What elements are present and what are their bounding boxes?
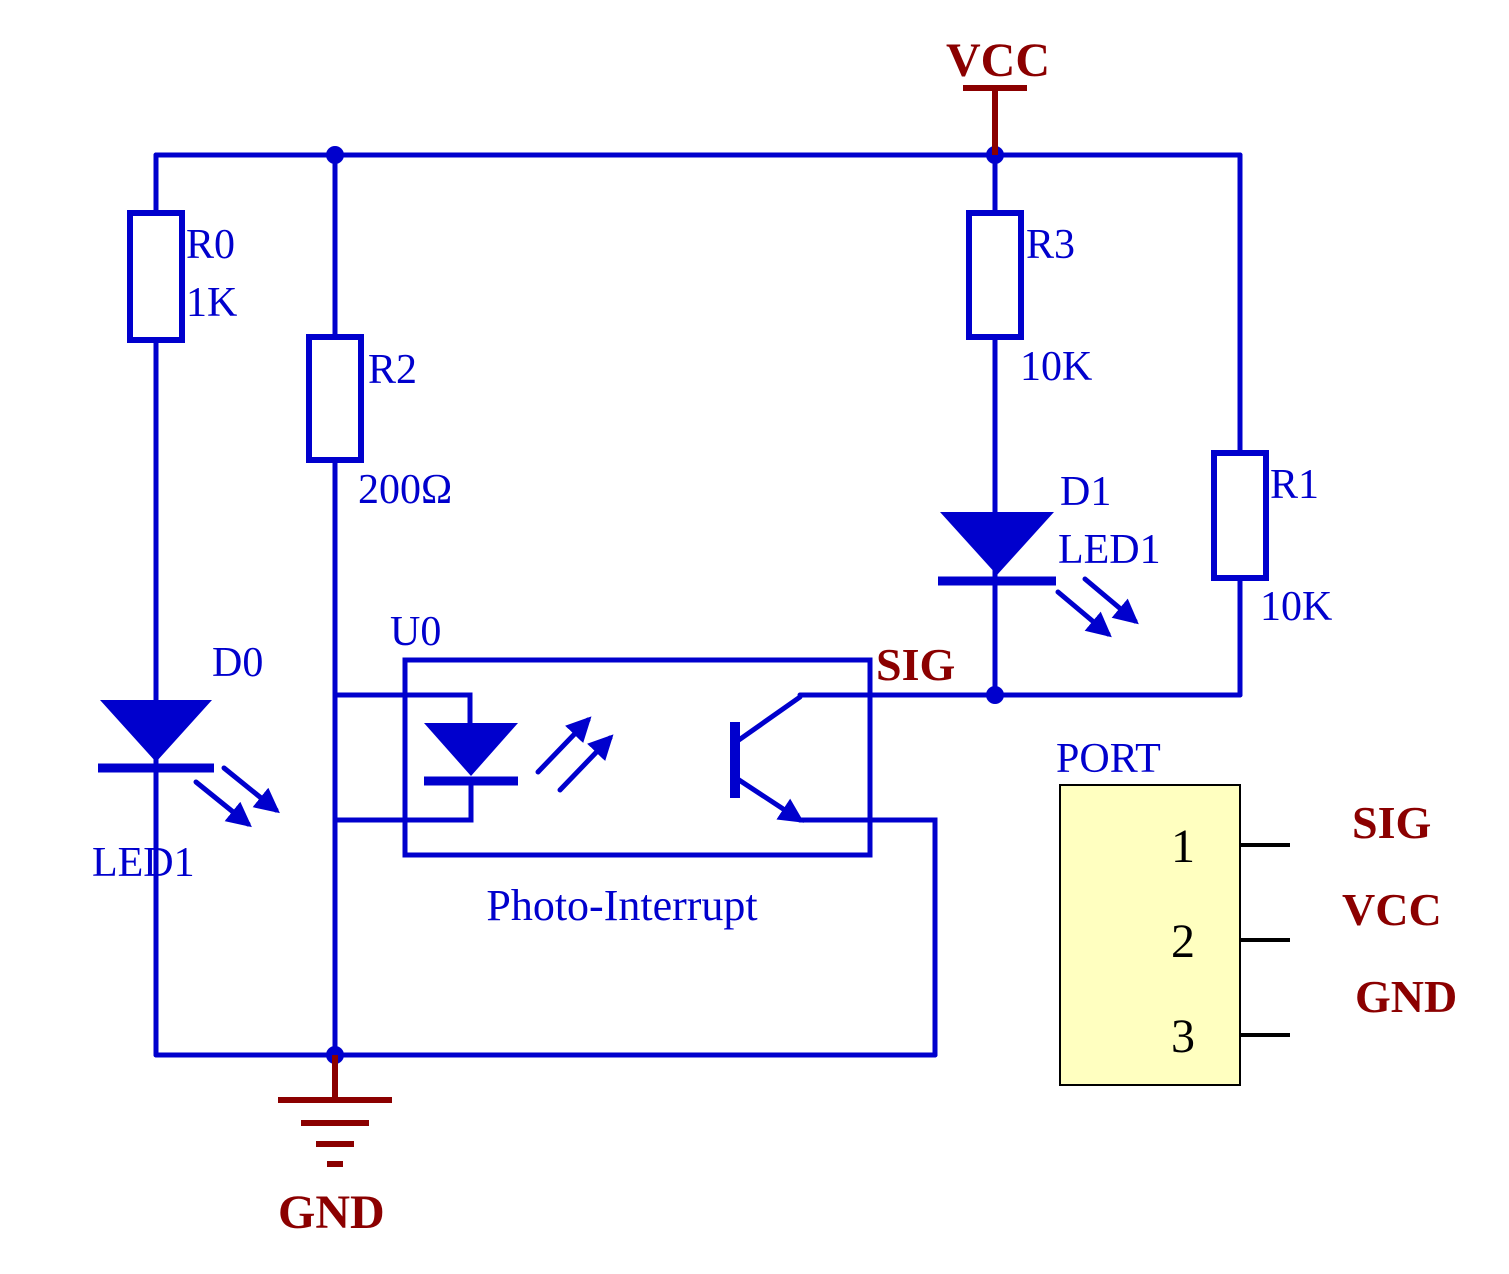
optocoupler-u0-ref: U0 — [390, 609, 441, 655]
junction-dot — [986, 686, 1004, 704]
resistor-r3-ref: R3 — [1026, 222, 1075, 268]
led-d1-emission-arrow — [1082, 576, 1139, 625]
port-pin1-number: 1 — [1171, 820, 1195, 873]
resistor-r2-value: 200Ω — [358, 467, 452, 513]
u0-transistor-emitter — [733, 775, 805, 823]
led-d1-emission-arrow — [1055, 589, 1112, 638]
led-d0-emission-arrow — [221, 765, 280, 814]
port-pin1-signal-label: SIG — [1352, 797, 1431, 848]
resistor-r0-body — [127, 210, 185, 343]
port-pin2-number: 2 — [1171, 915, 1195, 968]
led-d1-triangle — [940, 512, 1054, 575]
resistor-r2-ref: R2 — [368, 347, 417, 393]
wire-emitter-to-ground — [797, 817, 938, 1058]
resistor-r1-ref: R1 — [1270, 462, 1319, 508]
resistor-r3-value: 10K — [1020, 344, 1092, 390]
port-title: PORT — [1056, 736, 1161, 782]
led-d1-ref: D1 — [1060, 469, 1111, 515]
u0-led-anode-lead — [402, 692, 473, 726]
optocoupler-u0-caption: Photo-Interrupt — [486, 881, 757, 930]
resistor-r0-ref: R0 — [186, 222, 235, 268]
resistor-r1-value: 10K — [1260, 584, 1332, 630]
led-d1-value: LED1 — [1058, 527, 1161, 573]
resistor-r0-value: 1K — [186, 280, 237, 326]
port-pin2-signal-label: VCC — [1342, 884, 1442, 935]
resistor-r2-body — [306, 334, 364, 463]
u0-led-triangle — [424, 723, 518, 776]
vcc-label: VCC — [946, 34, 1050, 87]
led-d0-ref: D0 — [212, 640, 263, 686]
led-d0-emission-arrow — [193, 779, 252, 828]
u0-photon-arrow — [557, 734, 614, 793]
optocoupler-u0-body — [402, 657, 873, 858]
port-pin3-signal-label: GND — [1355, 971, 1457, 1022]
u0-photon-arrow — [535, 716, 592, 775]
sig-net-label: SIG — [876, 639, 955, 690]
resistor-r3-body — [966, 210, 1024, 340]
gnd-label: GND — [278, 1186, 385, 1239]
port-body — [1059, 784, 1241, 1086]
led-d0-value: LED1 — [92, 840, 195, 886]
resistor-r1-body — [1211, 450, 1269, 581]
port-pin3-number: 3 — [1171, 1010, 1195, 1063]
led-d0-triangle — [100, 700, 212, 762]
u0-transistor-collector — [733, 694, 803, 745]
u0-led-cathode-lead — [402, 778, 474, 823]
junction-dot — [326, 146, 344, 164]
